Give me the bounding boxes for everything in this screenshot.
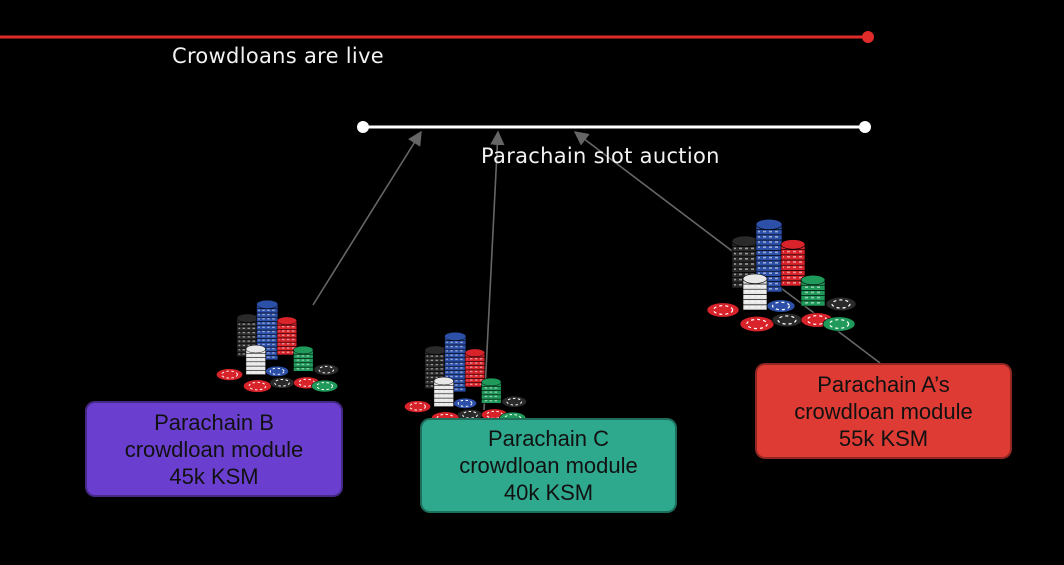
arrow-parachain-c-to-auction: [483, 130, 505, 411]
parachain-a-name: Parachain A’s: [817, 371, 950, 397]
crowdloans-label: Crowdloans are live: [172, 44, 385, 68]
parachain-a-amount: 55k KSM: [838, 425, 929, 451]
parachain-c-amount: 40k KSM: [503, 480, 594, 505]
parachain-b-amount: 45k KSM: [169, 463, 259, 489]
poker-chips-illustration-c: [404, 331, 527, 425]
crowdloans-timeline-end-marker: [862, 31, 874, 43]
auction-start-marker: [357, 121, 369, 133]
parachain-b-name: Parachain B: [154, 409, 274, 435]
parachain-b-module-box: Parachain B crowdloan module 45k KSM: [85, 401, 343, 497]
poker-chips-illustration-a: [706, 218, 857, 332]
parachain-b-module-label: crowdloan module: [124, 436, 304, 462]
parachain-a-module-box: Parachain A’s crowdloan module 55k KSM: [755, 363, 1012, 459]
parachain-c-name: Parachain C: [487, 426, 610, 451]
parachain-c-module-box: Parachain C crowdloan module 40k KSM: [420, 418, 677, 513]
auction-end-marker: [859, 121, 871, 133]
parachain-a-module-label: crowdloan module: [794, 398, 973, 424]
poker-chips-illustration-b: [216, 299, 339, 393]
auction-label: Parachain slot auction: [481, 144, 720, 168]
arrow-parachain-b-to-auction: [312, 130, 422, 306]
parachain-c-module-label: crowdloan module: [459, 453, 638, 478]
